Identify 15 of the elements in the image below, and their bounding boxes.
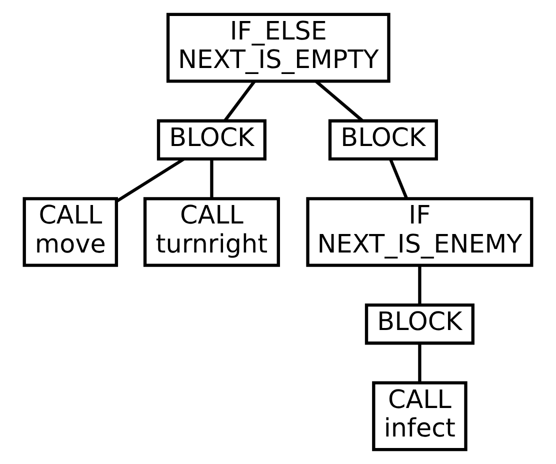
connector [116,158,185,203]
node-box: CALL move [22,197,118,267]
connector [210,159,214,198]
connector [418,343,422,382]
node-box: IF NEXT_IS_ENEMY [306,197,534,267]
node-box: CALL turnright [143,197,280,267]
node-box: IF_ELSE NEXT_IS_EMPTY [166,12,390,83]
connector [388,158,408,199]
connector [315,80,364,122]
node-box: BLOCK [156,119,266,161]
node-box: BLOCK [364,303,474,345]
connector [224,80,256,122]
connector [418,266,422,305]
node-box: BLOCK [328,119,438,161]
node-box: CALL infect [372,381,468,452]
